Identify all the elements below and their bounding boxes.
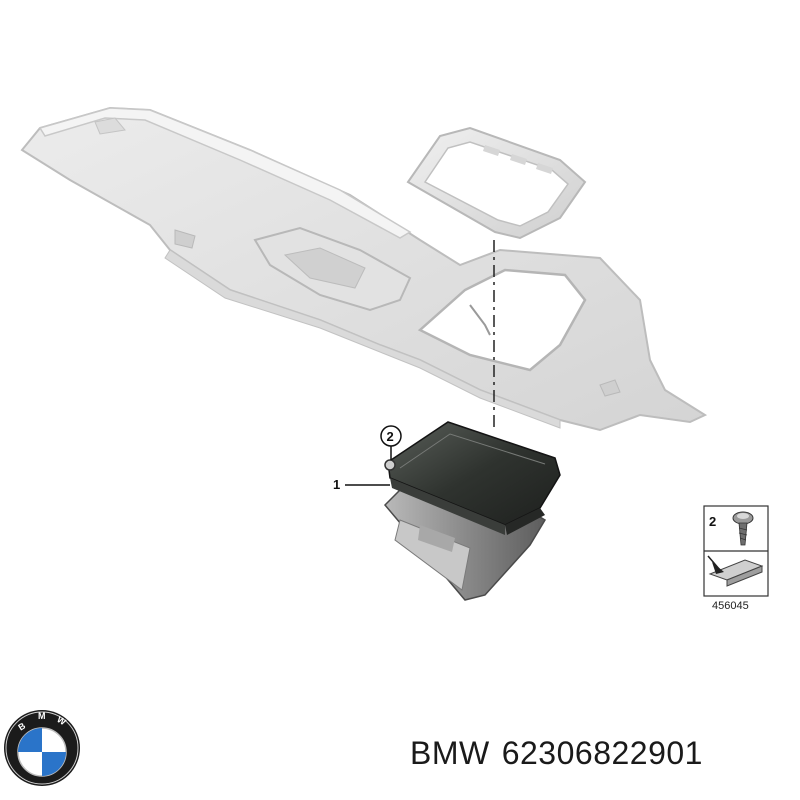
- part-number: 62306822901: [501, 735, 703, 771]
- legend-code: 456045: [712, 600, 749, 612]
- callout-2-label: 2: [387, 429, 394, 444]
- svg-text:M: M: [38, 711, 46, 721]
- bmw-logo: B M W: [4, 710, 80, 786]
- trim-bezel: [406, 126, 587, 240]
- legend-part-label: 2: [709, 514, 716, 529]
- screw-icon: [732, 511, 754, 546]
- callout-1: 1: [333, 477, 390, 492]
- callout-2: 2: [380, 425, 402, 460]
- dashboard-panel: [20, 106, 708, 432]
- brand-name: BMW: [410, 735, 490, 771]
- legend-box: 2 456045: [703, 505, 769, 612]
- panel-arrow-icon: [707, 555, 764, 587]
- part-footer: BMW 62306822901: [410, 735, 715, 772]
- callout-1-label: 1: [333, 477, 340, 492]
- svg-text:B: B: [16, 720, 27, 732]
- display-unit: [383, 421, 561, 601]
